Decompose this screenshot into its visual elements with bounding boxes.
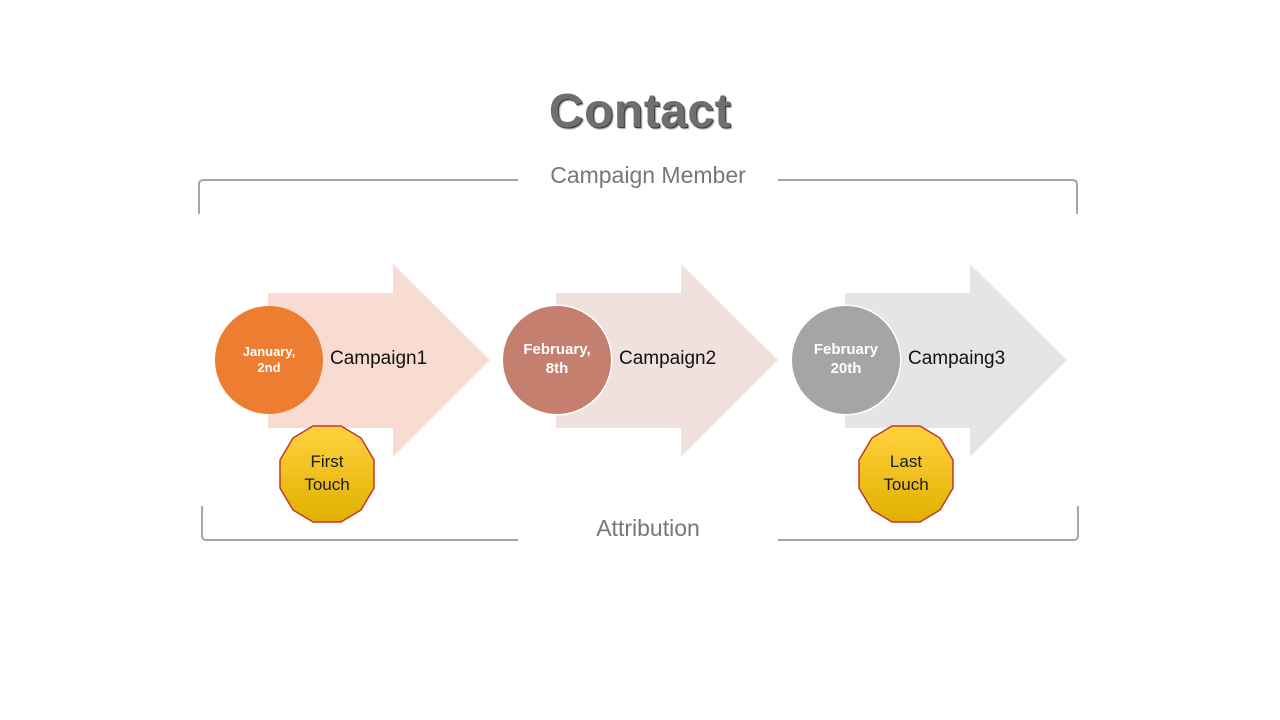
- campaign-label-3: Campaing3: [908, 348, 1006, 369]
- date-label-1: January, 2nd: [242, 343, 296, 375]
- octagon-badge-icon: [279, 425, 375, 523]
- attribution-label: Attribution: [518, 515, 778, 542]
- date-circle-2: February, 8th: [503, 306, 611, 414]
- slide-title: Contact: [548, 85, 732, 138]
- date-label-2: February, 8th: [523, 341, 591, 377]
- date-circle-3: February 20th: [792, 306, 900, 414]
- campaign-label-2: Campaign2: [619, 348, 717, 369]
- first-touch-badge: First Touch: [277, 424, 377, 524]
- octagon-badge-icon: [858, 425, 954, 523]
- first-touch-label: First Touch: [304, 452, 350, 494]
- campaign-label-1: Campaign1: [330, 348, 428, 369]
- step-arrow-1: [268, 264, 490, 457]
- last-touch-label: Last Touch: [883, 452, 929, 494]
- date-circle-1: January, 2nd: [215, 306, 323, 414]
- last-touch-badge: Last Touch: [856, 424, 956, 524]
- date-label-3: February 20th: [813, 341, 879, 377]
- step-arrow-2: [556, 264, 778, 457]
- campaign-member-label: Campaign Member: [518, 162, 778, 189]
- step-arrow-3: [845, 264, 1067, 457]
